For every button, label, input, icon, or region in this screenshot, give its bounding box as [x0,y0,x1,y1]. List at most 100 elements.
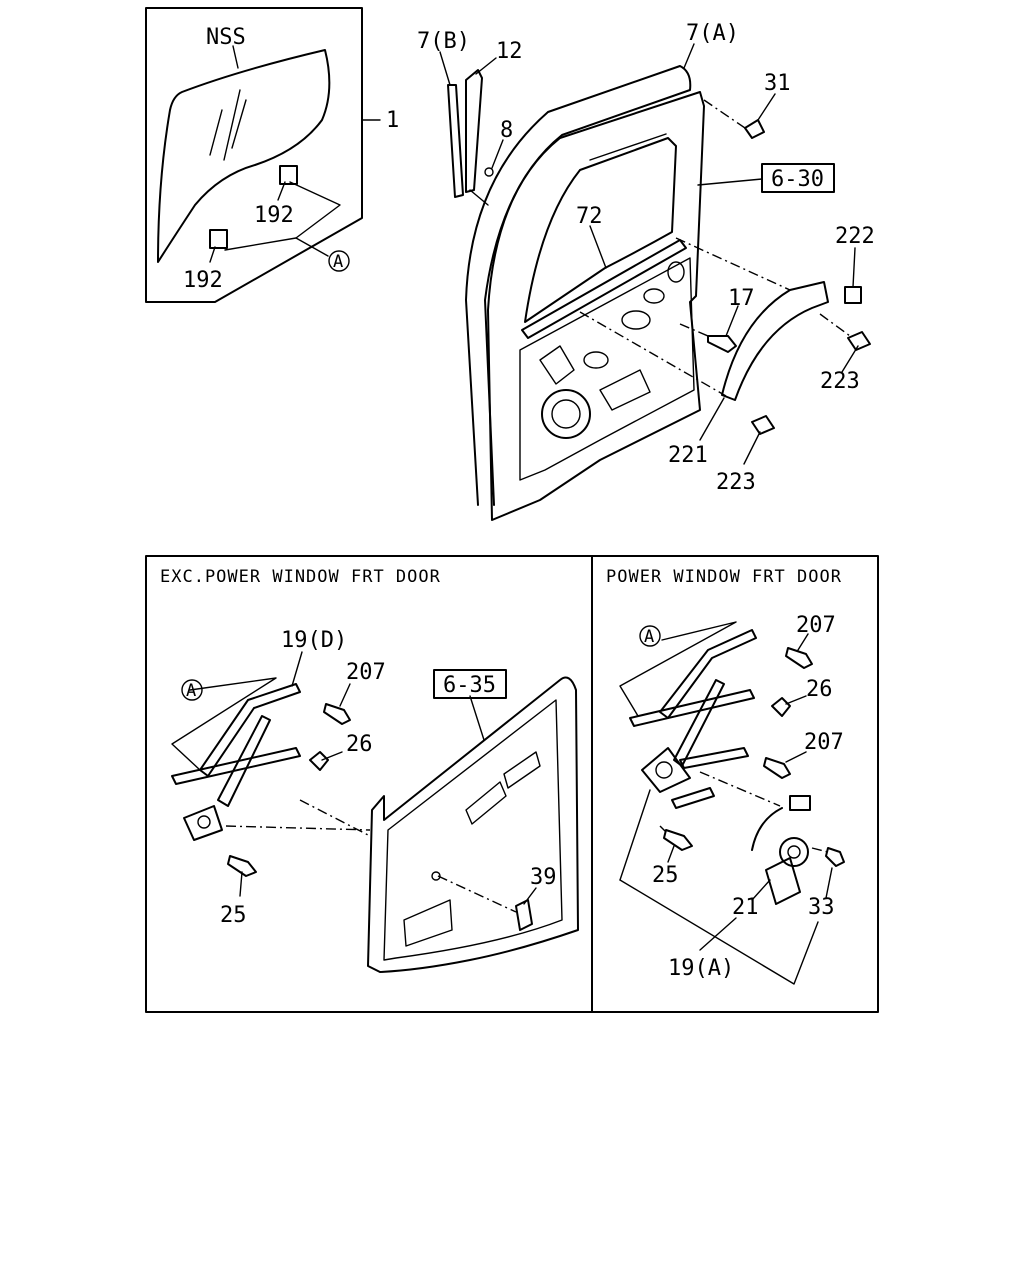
leader-39 [523,887,537,905]
inner-panel [519,257,695,481]
door-glass [157,49,331,263]
ref-box-6-35[interactable] [433,669,507,699]
label-222: 222 [835,224,875,249]
regulator-motor-mount [641,747,691,793]
ref-text-6-30[interactable]: 6-30 [771,167,824,192]
glass-group: NSS 1 192 192 A [145,7,399,303]
label-12: 12 [496,39,523,64]
window-inner-line [589,133,667,161]
leader-19a-right [619,879,819,985]
glass-glare-3 [231,99,247,149]
label-207-right-lower: 207 [804,730,844,755]
leader-a-group [224,181,341,251]
regulator-arm-cross [217,715,271,807]
label-33: 33 [808,895,835,920]
leader-12 [475,57,497,75]
label-21: 21 [732,895,759,920]
motor-connector [789,795,811,811]
regulator-arm-upper [199,683,301,777]
bolt-207-right-lower [763,757,791,779]
manual-regulator-19d [171,683,301,841]
bolt-207-right-upper [785,647,813,669]
regulator-gear [655,761,673,779]
label-25-left: 25 [220,903,247,928]
motor-wire [751,807,783,851]
channel-12 [465,69,483,193]
panel-hole-4 [667,261,685,283]
speaker-hole-inner [551,399,581,429]
door-assembly: 7(B) 12 8 7(A) 31 6-30 72 17 222 223 221… [417,21,875,521]
leader-207-right-upper [797,633,809,651]
label-19a: 19(A) [668,956,734,981]
motor-gear-housing [779,837,809,867]
label-19d: 19(D) [281,628,347,653]
clip-192-lower [209,229,228,249]
panel-bracket-1 [539,345,575,385]
regulator-lower-rail [171,747,301,785]
left-panel-exc-power-window: EXC.POWER WINDOW FRT DOOR [160,567,579,973]
leader-207-left [339,683,351,707]
ref-text-6-35[interactable]: 6-35 [443,673,496,698]
nut-26-right [771,697,791,717]
regulator-handle-base [183,805,223,841]
leader-26-right [785,695,807,705]
ref-box-6-30[interactable] [761,163,835,193]
align-regulator-trim [299,799,371,837]
leader-nss [232,45,239,69]
label-7b: 7(B) [417,29,470,54]
run-channel-7b [447,84,464,198]
window-handle-39 [515,899,533,931]
leader-33 [825,867,833,899]
leader-a [295,237,329,257]
circle-a-marker [328,250,350,272]
leader-72 [589,225,607,269]
leader-7b [439,51,451,86]
label-72: 72 [576,204,603,229]
align-line-armrest-lower [579,311,727,397]
bolt-25-right [663,829,693,851]
right-panel-title: POWER WINDOW FRT DOOR [606,567,842,587]
label-17: 17 [728,286,755,311]
regulator-pivot [197,815,211,829]
screw-33 [825,847,845,867]
glass-box-frame [145,7,363,303]
nut-26-left [309,751,329,771]
align-regulator-base [225,825,371,831]
leader-19a-left [619,789,651,881]
leader-222 [852,247,856,288]
leader-223-lower [743,431,761,465]
leader-7a [683,43,695,69]
leader-19a-motor [699,917,737,951]
cap-222 [844,286,862,304]
panel-bracket-2 [599,369,651,411]
speaker-hole [541,389,591,439]
leader-223-upper [841,345,859,373]
label-39: 39 [530,865,557,890]
regulator-arm-top [659,629,757,719]
align-line-screw223 [819,313,851,337]
screw-223-upper [847,331,871,351]
leader-a-right [619,621,737,717]
regulator-bottom-bracket [671,787,715,809]
leader-207-right-lower [785,751,807,763]
trim-pocket-lower [403,899,453,947]
bolt-25-left [227,855,257,877]
align-motor [699,771,781,807]
align-handle [437,875,517,913]
leader-6-30 [697,178,763,186]
label-207-left: 207 [346,660,386,685]
leader-6-35 [469,695,485,741]
door-trim-panel [367,676,579,973]
leader-21 [751,879,771,901]
label-nss: NSS [206,25,246,50]
regulator-upper-rail [629,689,755,727]
align-line-bolt17 [679,323,709,337]
door-trim-inner [383,699,563,961]
circle-a-right [639,625,661,647]
clip-192-upper [279,165,298,185]
label-1: 1 [386,108,399,133]
belt-molding-72 [521,239,687,339]
power-regulator-19a [629,629,757,809]
label-223-upper: 223 [820,369,860,394]
